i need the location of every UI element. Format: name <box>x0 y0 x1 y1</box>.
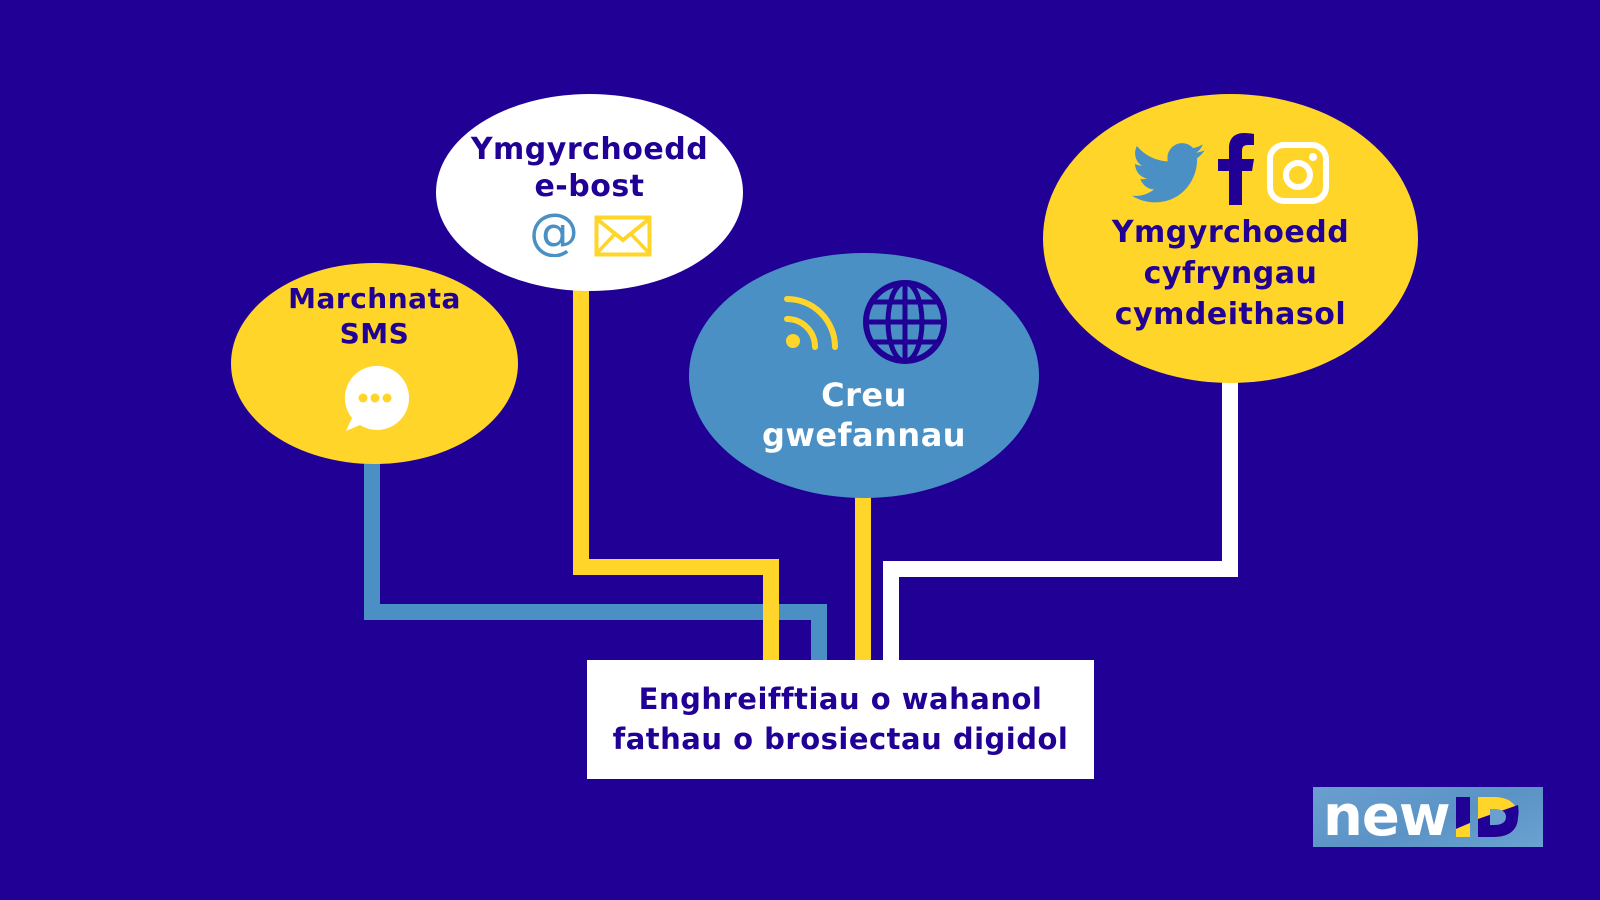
instagram-icon <box>1266 141 1330 209</box>
chat-bubble-icon <box>340 363 410 437</box>
logo-id-mark <box>1452 793 1522 841</box>
node-web-title-line1: Creu <box>821 376 907 415</box>
social-connector-horizontal <box>883 561 1238 577</box>
node-email-campaigns: Ymgyrchoedd e-bost @ <box>436 94 743 291</box>
node-sms-marketing: Marchnata SMS <box>231 263 518 464</box>
social-connector-drop <box>883 561 899 662</box>
node-social-title: Ymgyrchoedd cyfryngau cymdeithasol <box>1112 213 1349 335</box>
node-social-media-campaigns: Ymgyrchoedd cyfryngau cymdeithasol <box>1043 94 1418 383</box>
sms-connector-drop <box>811 604 827 662</box>
newid-logo: new <box>1313 787 1543 847</box>
node-web-icons <box>779 278 949 370</box>
node-email-icons: @ <box>528 203 652 261</box>
web-connector <box>855 490 871 662</box>
node-sms-title: Marchnata SMS <box>288 282 461 350</box>
envelope-icon <box>594 215 652 261</box>
svg-text:@: @ <box>529 207 579 257</box>
node-sms-title-line1: Marchnata <box>288 282 461 316</box>
center-caption-line1: Enghreifftiau o wahanol <box>638 682 1043 717</box>
node-web-title-line2: gwefannau <box>761 415 967 454</box>
social-connector-vertical <box>1222 375 1238 577</box>
email-connector-drop <box>763 559 779 662</box>
node-email-title-line1: Ymgyrchoedd <box>470 131 709 167</box>
sms-connector-vertical <box>364 455 380 619</box>
node-social-title-line2: cyfryngau <box>1143 256 1318 292</box>
email-connector-vertical <box>573 285 589 575</box>
node-email-title-line2: e-bost <box>534 168 645 204</box>
node-web-title: Creu gwefannau <box>762 376 966 454</box>
sms-connector-horizontal <box>364 604 827 620</box>
node-social-title-line1: Ymgyrchoedd <box>1111 215 1350 251</box>
rss-feed-icon <box>779 289 845 359</box>
facebook-icon <box>1216 133 1256 209</box>
at-sign-icon: @ <box>528 203 580 261</box>
logo-text-new: new <box>1323 787 1451 847</box>
twitter-icon <box>1131 143 1206 209</box>
center-caption-line2: fathau o brosiectau digidol <box>612 721 1069 756</box>
node-sms-title-line2: SMS <box>339 316 410 350</box>
email-connector-horizontal <box>573 559 779 575</box>
center-caption-box: Enghreifftiau o wahanol fathau o brosiec… <box>587 660 1094 779</box>
node-social-title-line3: cymdeithasol <box>1114 296 1347 332</box>
globe-icon <box>861 278 949 370</box>
node-sms-icons <box>340 363 410 437</box>
node-website-creation: Creu gwefannau <box>689 253 1039 498</box>
node-email-title: Ymgyrchoedd e-bost <box>471 132 708 205</box>
node-social-icons <box>1131 133 1330 209</box>
